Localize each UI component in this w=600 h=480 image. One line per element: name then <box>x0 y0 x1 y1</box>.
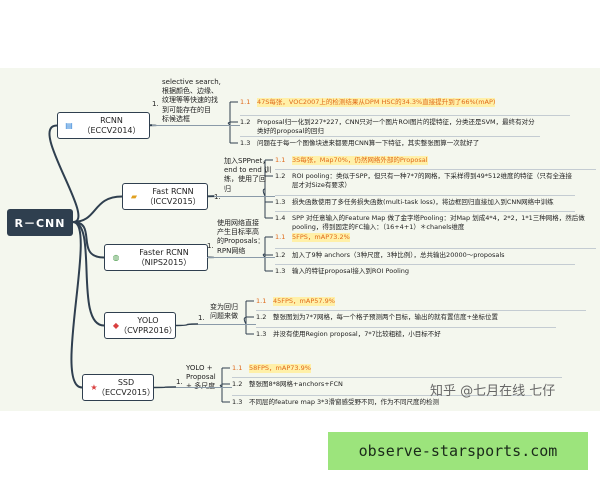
item-separator <box>240 136 540 137</box>
item-text: 45FPS，mAP57.9% <box>273 297 335 306</box>
globe-icon: ◍ <box>112 252 120 262</box>
branch-label: SSD（ECCV2015） <box>97 375 155 400</box>
item-number: 1.3 <box>275 198 286 206</box>
item-separator <box>232 377 562 378</box>
item-number: 1.3 <box>256 330 267 338</box>
item-separator <box>275 211 575 212</box>
note-underline <box>207 257 275 258</box>
branch-note: 使用网络直接 产生目标率高 的Proposals： RPN网络 <box>217 219 265 255</box>
item-text: SPP 对任意输入的Feature Map 做了金字塔Pooling：对Map … <box>292 214 585 231</box>
item-text: 并没有使用Region proposal，7*7比较粗糙，小目标不好 <box>273 330 441 338</box>
item-text: 损失函数使用了多任务损失函数(multi-task loss)，将边框回归直接加… <box>292 198 554 206</box>
item-number: 1.1 <box>240 98 251 106</box>
root-label: R－CNN <box>14 216 66 230</box>
item-text: 3S每张，Map70%，仍然网络外部的Proposal <box>292 156 428 165</box>
item-text: 整张图划为7*7网格，每一个格子预测两个目标，输出的就有置信度+坐标位置 <box>273 313 498 321</box>
branch-venue: （NIPS2015） <box>136 257 192 267</box>
item-separator <box>275 248 596 249</box>
item-number: 1.2 <box>232 380 243 388</box>
item-text: 整张图8*8网格+anchors+FCN <box>249 380 343 388</box>
branch-venue: （ECCV2014） <box>82 125 141 135</box>
branch-venue: （CVPR2016） <box>119 325 177 335</box>
branch-note: YOLO + Proposal + 多尺度 <box>186 364 216 391</box>
note-underline <box>214 196 275 197</box>
item-text: 加入了9种 anchors（3种尺度，3种比例），总共输出20000～propo… <box>292 251 505 259</box>
branch-node-yolo[interactable]: ◆YOLO（CVPR2016） <box>104 312 177 339</box>
item-text: ROI pooling：类似于SPP，但只有一种7*7的网格，下采样得到49*5… <box>292 172 572 189</box>
item-text: 输入的特征proposal接入到ROI Pooling <box>292 267 410 275</box>
item-separator <box>256 327 556 328</box>
pin-icon: ◆ <box>112 320 120 330</box>
watermark-text: 知乎 @七月在线 七仔 <box>430 384 556 399</box>
branch-venue: （ICCV2015） <box>145 196 201 206</box>
branch-label: Faster RCNN（NIPS2015） <box>123 245 205 270</box>
branch-label: YOLO（CVPR2016） <box>119 313 177 338</box>
item-number: 1.1 <box>256 297 267 305</box>
branch-note: 变为回归 问题来做 <box>210 303 238 321</box>
note-number: 1. <box>198 314 205 322</box>
item-separator <box>275 169 596 170</box>
item-number: 1.1 <box>232 364 243 372</box>
note-underline <box>152 125 240 126</box>
promo-banner[interactable]: observe-starsports.com <box>328 432 588 470</box>
item-text: 58FPS，mAP73.9% <box>249 364 311 373</box>
item-text: 47S每张，VOC2007上的检测结果从DPM HSC的34.3%直接提升到了6… <box>257 98 496 107</box>
item-number: 1.2 <box>275 251 286 259</box>
document-icon: ▤ <box>65 120 73 130</box>
root-node[interactable]: R－CNN <box>7 209 73 236</box>
note-underline <box>198 324 256 325</box>
item-number: 1.2 <box>256 313 267 321</box>
item-number: 1.3 <box>240 139 251 147</box>
branch-node-rcnn[interactable]: ▤RCNN（ECCV2014） <box>57 112 150 139</box>
branch-venue: （ECCV2015） <box>96 387 156 397</box>
note-number: 1. <box>214 193 221 201</box>
item-number: 1.1 <box>275 233 286 241</box>
branch-node-ssd[interactable]: ★SSD（ECCV2015） <box>82 374 155 401</box>
item-text: 问题在于每一个图像块进来都要用CNN算一下特征，其实整张图算一次就好了 <box>257 139 480 147</box>
branch-title: YOLO <box>137 315 159 325</box>
folder-icon: ▰ <box>130 191 138 201</box>
item-number: 1.4 <box>275 214 286 222</box>
branch-node-faster[interactable]: ◍Faster RCNN（NIPS2015） <box>104 244 208 271</box>
branch-node-fast[interactable]: ▰Fast RCNN（ICCV2015） <box>122 183 208 210</box>
item-separator <box>240 115 570 116</box>
item-number: 1.1 <box>275 156 286 164</box>
item-text: 5FPS，mAP73.2% <box>292 233 350 242</box>
item-separator <box>232 395 532 396</box>
branch-note: selective search, 根据颜色、边缘、 纹理等等快速的找 到可能存… <box>162 78 221 123</box>
item-number: 1.2 <box>275 172 286 180</box>
note-number: 1. <box>176 378 183 386</box>
branch-title: Fast RCNN <box>152 186 194 196</box>
branch-label: RCNN（ECCV2014） <box>76 113 147 138</box>
promo-text: observe-starsports.com <box>358 442 558 460</box>
item-text: Proposal归一化到227*227，CNN只对一个图片ROI图片的提特征，分… <box>257 118 535 135</box>
item-number: 1.3 <box>275 267 286 275</box>
item-number: 1.2 <box>240 118 251 126</box>
branch-label: Fast RCNN（ICCV2015） <box>141 184 205 209</box>
star-icon: ★ <box>90 382 98 392</box>
branch-title: RCNN <box>100 115 123 125</box>
note-underline <box>176 387 232 388</box>
branch-title: Faster RCNN <box>139 247 189 257</box>
note-number: 1. <box>207 242 214 250</box>
item-separator <box>275 264 575 265</box>
item-number: 1.3 <box>232 398 243 406</box>
branch-title: SSD <box>117 377 135 387</box>
item-text: 不同层的feature map 3*3滑窗感受野不同，作为不同尺度的检测 <box>249 398 440 406</box>
branch-note: 加入SPPnet， end to end 训 练，使用了回 归 <box>224 157 272 193</box>
note-number: 1. <box>152 100 159 108</box>
item-separator <box>275 195 575 196</box>
item-separator <box>256 310 586 311</box>
